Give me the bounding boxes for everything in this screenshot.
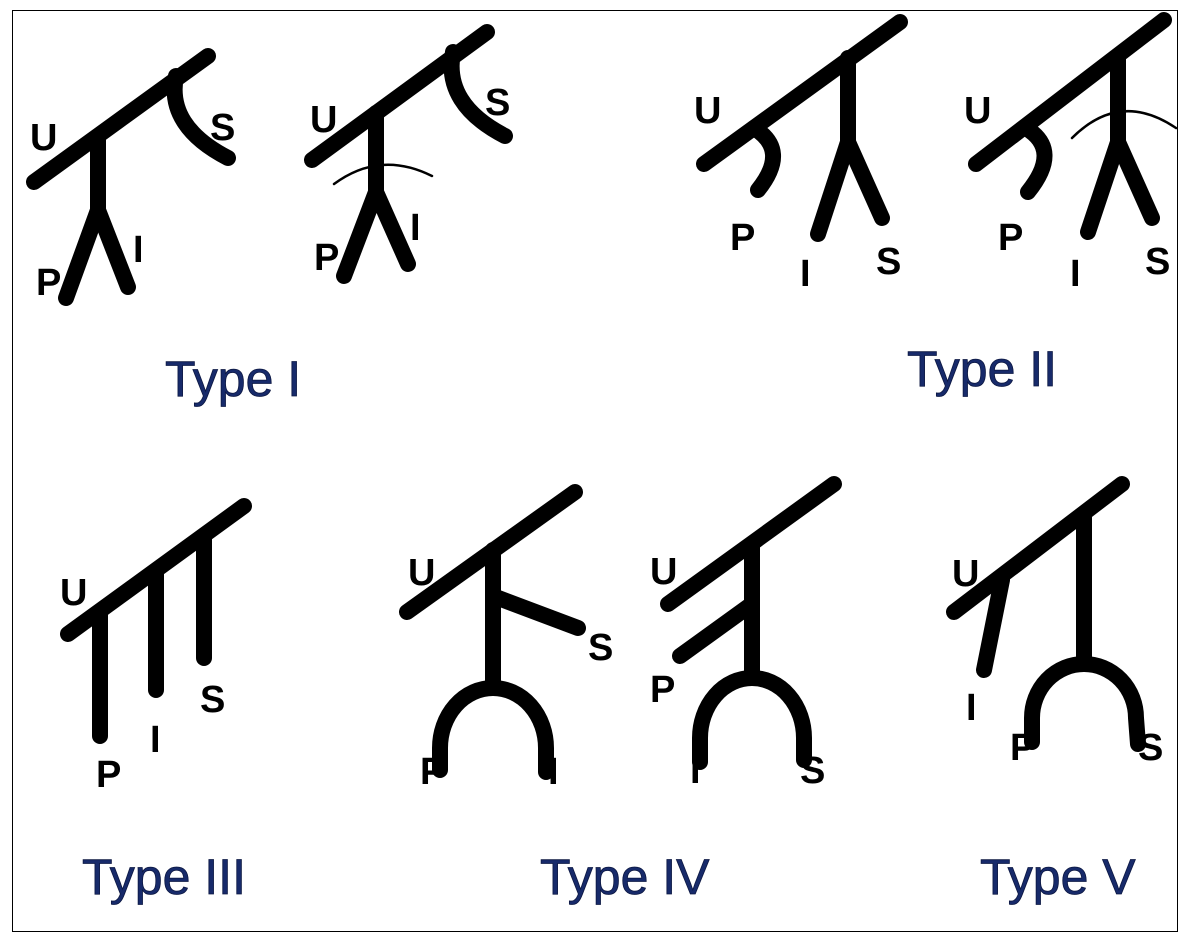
duct-p — [680, 604, 752, 656]
label-u: U — [408, 552, 435, 594]
type2-variant-b: U P I S — [964, 20, 1176, 295]
type1-variant-b: U S P I — [310, 32, 510, 279]
branch-s — [848, 142, 882, 218]
label-p: P — [1010, 727, 1035, 769]
umbilical-duct — [976, 20, 1164, 164]
branch-p-i-arch — [440, 688, 546, 772]
label-s: S — [485, 82, 510, 124]
label-i: I — [800, 253, 811, 295]
label-s: S — [588, 627, 613, 669]
label-u: U — [310, 99, 337, 141]
label-s: S — [200, 679, 225, 721]
label-s: S — [1138, 727, 1163, 769]
branch-i — [1088, 142, 1118, 232]
label-p: P — [730, 217, 755, 259]
type1-variant-a: U S P I — [30, 56, 235, 304]
label-i: I — [1070, 253, 1081, 295]
label-u: U — [952, 553, 979, 595]
type4-variant-a: U S P I — [407, 492, 613, 793]
label-s: S — [800, 750, 825, 792]
title-type3: Type III — [82, 849, 246, 905]
label-i: I — [133, 229, 144, 271]
label-i: I — [150, 719, 161, 761]
label-i: I — [966, 687, 977, 729]
label-s: S — [876, 241, 901, 283]
label-s: S — [1145, 241, 1170, 283]
branch-p — [66, 210, 98, 298]
label-u: U — [60, 572, 87, 614]
title-type1: Type I — [165, 351, 301, 407]
branch-i — [818, 142, 848, 234]
branch-i-s-arch — [700, 678, 804, 762]
title-type2: Type II — [907, 341, 1057, 397]
label-p: P — [420, 751, 445, 793]
label-i: I — [548, 751, 559, 793]
branch-p — [344, 192, 376, 276]
title-type5: Type V — [980, 849, 1136, 905]
label-p: P — [650, 669, 675, 711]
branch-s — [493, 596, 578, 628]
label-s: S — [210, 107, 235, 149]
umbilical-duct — [704, 22, 900, 164]
branch-p-s-arch — [1032, 664, 1138, 744]
branch-i — [376, 192, 408, 264]
label-i: I — [410, 207, 421, 249]
branch-s — [1118, 142, 1152, 218]
branch-p-curve — [754, 128, 773, 190]
branch-i — [98, 210, 128, 287]
label-u: U — [30, 117, 57, 159]
type4-variant-b: U P I S — [650, 484, 834, 792]
label-p: P — [998, 217, 1023, 259]
label-p: P — [314, 237, 339, 279]
type2-variant-a: U P I S — [694, 22, 901, 295]
title-type4: Type IV — [540, 849, 710, 905]
label-u: U — [694, 90, 721, 132]
label-i: I — [690, 750, 701, 792]
label-u: U — [650, 551, 677, 593]
type3-diagram: U P I S — [60, 506, 244, 796]
label-p: P — [36, 262, 61, 304]
branch-p-curve — [1026, 128, 1045, 192]
label-u: U — [964, 90, 991, 132]
type5-diagram: U I P S — [952, 484, 1163, 769]
label-p: P — [96, 754, 121, 796]
